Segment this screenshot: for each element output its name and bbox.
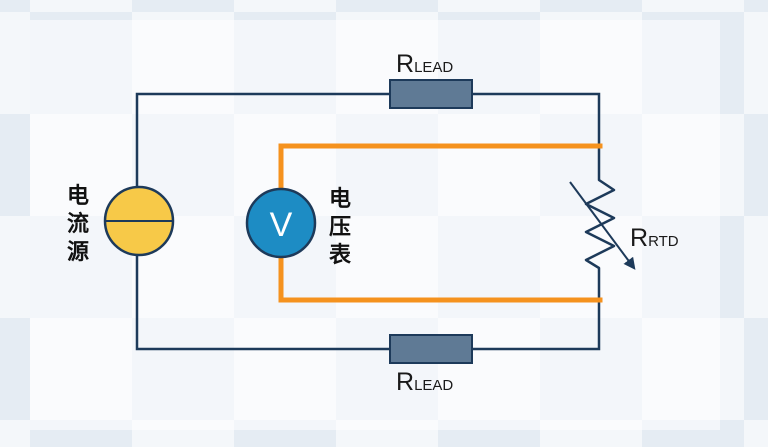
- rtd-label: RRTD: [630, 224, 679, 252]
- lead-resistor-bottom: [389, 334, 473, 364]
- current-source-char-0: 电: [67, 184, 89, 209]
- rtd-resistor: [584, 176, 616, 272]
- sense-wire: [278, 143, 603, 303]
- current-source-label: 电 流 源: [67, 184, 89, 265]
- rtd-variable-arrow: [569, 181, 636, 270]
- lead-bottom-label-main: R: [396, 368, 414, 396]
- voltmeter-label: 电 压 表: [329, 187, 352, 268]
- voltmeter-char-1: 压: [329, 215, 351, 240]
- voltmeter-char-0: 电: [329, 187, 351, 212]
- voltmeter-symbol: V: [270, 206, 293, 244]
- lead-top-label-main: R: [396, 50, 414, 78]
- current-source-char-1: 流: [67, 211, 89, 237]
- lead-bottom-label-sub: LEAD: [414, 377, 453, 394]
- lead-resistor-top: [389, 79, 473, 109]
- lead-bottom-label: RLEAD: [396, 368, 453, 396]
- current-source: [103, 185, 175, 257]
- rtd-label-main: R: [630, 224, 648, 252]
- lead-top-label-sub: LEAD: [414, 59, 453, 76]
- lead-top-label: RLEAD: [396, 50, 453, 78]
- current-source-char-2: 源: [67, 240, 89, 265]
- rtd-label-sub: RTD: [648, 233, 679, 250]
- voltmeter-char-2: 表: [329, 243, 352, 268]
- voltmeter: V: [245, 187, 317, 259]
